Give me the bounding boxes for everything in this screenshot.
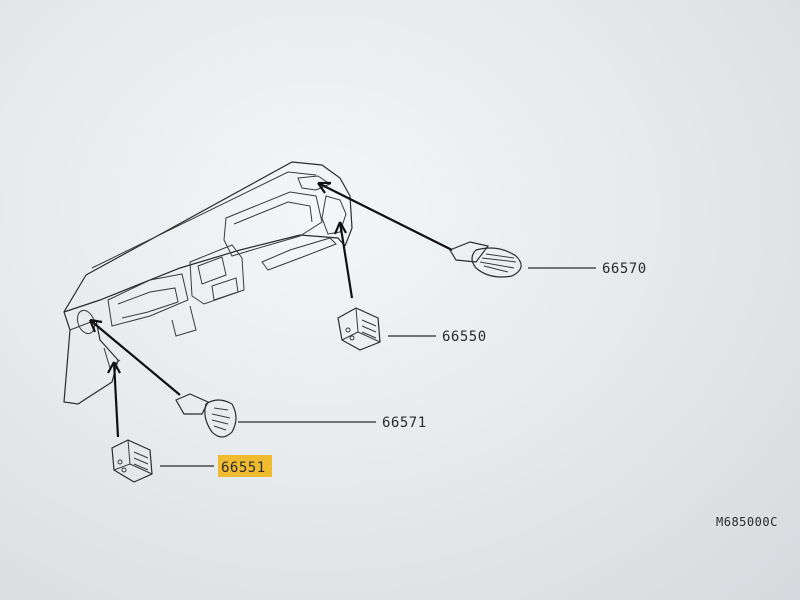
part-number-66551: 66551 xyxy=(221,460,266,476)
dashboard-outline xyxy=(63,161,353,405)
vent-66551-drawing xyxy=(111,439,153,483)
pointer-arrows xyxy=(88,181,453,438)
part-number-66550: 66550 xyxy=(442,329,487,345)
leader-lines xyxy=(160,267,596,467)
part-number-66571: 66571 xyxy=(382,415,427,431)
drawing-code: M685000C xyxy=(716,515,778,529)
vent-66550-drawing xyxy=(337,307,381,351)
vent-66571-drawing xyxy=(175,393,237,438)
part-number-66570: 66570 xyxy=(602,261,647,277)
vent-66570-drawing xyxy=(449,241,522,278)
highlight-marker xyxy=(218,455,272,477)
